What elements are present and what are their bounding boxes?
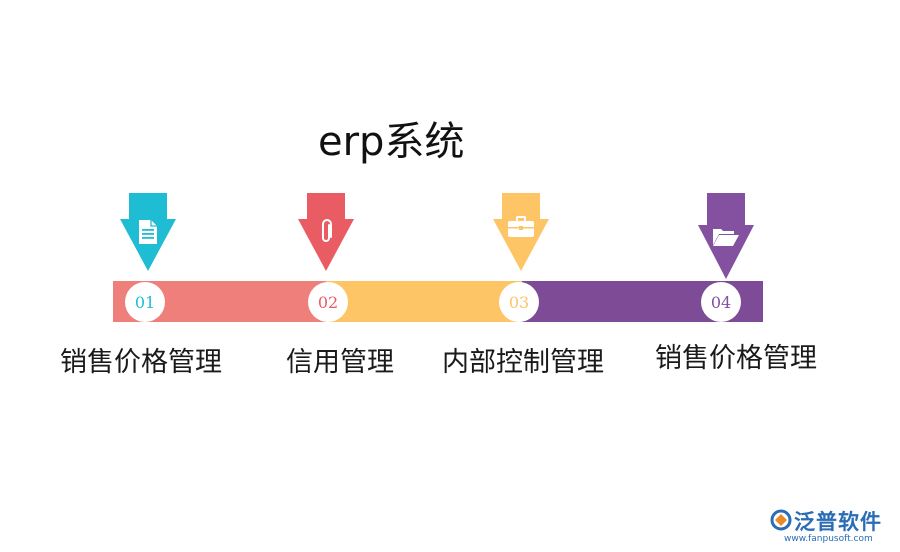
- step-2-number: 02: [308, 282, 348, 322]
- step-1-label: 销售价格管理: [60, 347, 222, 378]
- step-2-arrow: [298, 193, 354, 271]
- timeline-segment-2: [326, 281, 522, 322]
- step-4-number: 04: [701, 282, 741, 322]
- step-3-number: 03: [499, 282, 539, 322]
- step-4-arrow: [698, 193, 754, 279]
- fanpu-logo-icon: [770, 508, 792, 536]
- brand-name: 泛普软件: [794, 510, 882, 534]
- step-1-arrow: [120, 193, 176, 271]
- step-4-label: 销售价格管理: [655, 343, 817, 374]
- diagram-title: erp系统: [318, 119, 465, 165]
- paperclip-icon: [298, 207, 354, 257]
- brand-logo: 泛普软件 www.fanpusoft.com: [770, 506, 892, 548]
- step-2-label: 信用管理: [286, 347, 394, 378]
- document-icon: [120, 207, 176, 257]
- step-1-number: 01: [125, 282, 165, 322]
- step-3-arrow: [493, 193, 549, 271]
- briefcase-icon: [493, 205, 549, 249]
- folder-icon: [698, 213, 754, 261]
- step-3-label: 内部控制管理: [442, 347, 604, 378]
- brand-url: www.fanpusoft.com: [784, 534, 873, 544]
